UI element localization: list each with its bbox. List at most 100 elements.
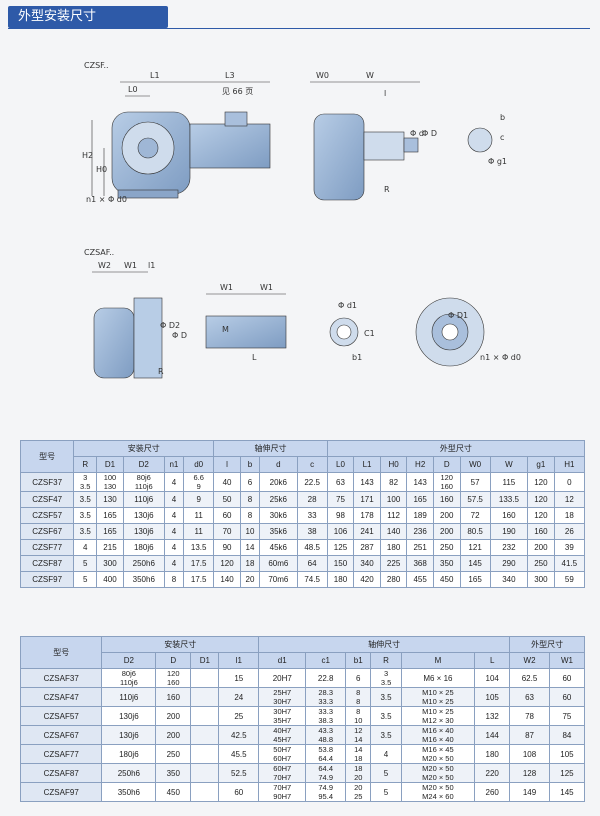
table-cell: 72 — [459, 507, 491, 524]
svg-text:C1: C1 — [364, 329, 375, 338]
table-cell: 350h6 — [101, 782, 157, 802]
cell-line: 74.9 — [318, 783, 333, 792]
column-header: W2 — [509, 652, 550, 669]
table-cell: 250h6 — [122, 555, 165, 572]
section-title: 外型安装尺寸 — [8, 6, 168, 28]
table-cell: 5 — [73, 555, 98, 572]
cell-line: M10 × 25 — [422, 707, 454, 716]
table-cell: 45.5 — [218, 744, 260, 764]
table-cell: 143 — [406, 472, 434, 492]
table-cell: 149 — [509, 782, 550, 802]
table-cell: 11 — [183, 523, 215, 540]
column-header: R — [370, 652, 402, 669]
table-cell: 40 — [213, 472, 241, 492]
cell-line: 3.5 — [380, 678, 392, 687]
table-cell: 105 — [548, 744, 586, 764]
cell-line: 40H7 — [273, 726, 292, 735]
cell-line: 70H7 — [273, 783, 292, 792]
table-cell: 17.5 — [183, 555, 215, 572]
model-cell: CZSAF97 — [19, 782, 103, 802]
table-cell: 232 — [489, 539, 529, 556]
table-cell: 63 — [509, 687, 550, 707]
svg-text:H0: H0 — [96, 165, 107, 174]
column-header: H2 — [406, 456, 434, 473]
czsf-output-shaft — [403, 137, 419, 153]
svg-text:见 66 页: 见 66 页 — [222, 87, 253, 96]
table-cell: 62.5 — [509, 668, 550, 688]
table-cell: 6 — [239, 472, 261, 492]
table-cell: 190 — [489, 523, 529, 540]
table-cell: 125 — [326, 539, 355, 556]
table-cell: 110j6 — [101, 687, 157, 707]
cell-line: M20 × 50 — [422, 764, 454, 773]
cell-line: 8 — [356, 697, 361, 706]
cell-line: 60H7 — [273, 764, 292, 773]
cell-line: 30H7 — [273, 707, 292, 716]
table-cell: 180 — [326, 571, 355, 588]
table-cell: 17.5 — [183, 571, 215, 588]
table-cell: 280 — [379, 571, 408, 588]
svg-text:c: c — [500, 133, 504, 142]
svg-text:L: L — [252, 353, 257, 362]
header-shaft-2: 轴伸尺寸 — [258, 636, 511, 653]
shaft-section — [467, 127, 493, 153]
column-header: l1 — [218, 652, 260, 669]
column-header: W0 — [459, 456, 491, 473]
cell-line: 20 — [354, 773, 363, 782]
table-cell: 4 — [163, 507, 185, 524]
table-cell: 9 — [183, 491, 215, 508]
table-cell: 4 — [370, 744, 402, 764]
column-header: H1 — [553, 456, 586, 473]
table-cell: 180j6 — [101, 744, 157, 764]
svg-text:H2: H2 — [82, 151, 93, 160]
table-cell: 368 — [406, 555, 434, 572]
cell-line: 160 — [167, 678, 180, 687]
table-cell: 3.5 — [73, 507, 98, 524]
column-header: W — [489, 456, 529, 473]
cell-line: 25 — [354, 792, 363, 801]
cell-line: 25H7 — [273, 688, 292, 697]
table-cell: 115 — [489, 472, 529, 492]
table-cell: 160 — [527, 523, 555, 540]
header-shaft: 轴伸尺寸 — [213, 440, 328, 457]
table-cell: 25 — [218, 706, 260, 726]
table-cell: 120 — [527, 507, 555, 524]
cell-line: 64.4 — [318, 764, 333, 773]
table-cell: 200 — [432, 523, 461, 540]
cell-line: 12 — [354, 726, 363, 735]
svg-text:Φ d1: Φ d1 — [338, 301, 357, 310]
table-cell: 3.5 — [73, 491, 98, 508]
cell-line: 64.4 — [318, 754, 333, 763]
column-header: W1 — [548, 652, 586, 669]
svg-text:l: l — [384, 89, 386, 98]
column-header: c1 — [305, 652, 347, 669]
cell-line: 43.3 — [318, 726, 333, 735]
table-cell: 3.5 — [73, 523, 98, 540]
svg-text:L1: L1 — [150, 71, 160, 80]
table-cell: 12 — [553, 491, 586, 508]
table-cell: 105 — [474, 687, 511, 707]
table-cell: 0 — [553, 472, 586, 492]
table-cell: 8 — [239, 507, 261, 524]
table-cell: 35k6 — [259, 523, 298, 540]
table-cell: 4 — [163, 491, 185, 508]
model-cell: CZSF67 — [19, 523, 75, 540]
table-cell: 28 — [296, 491, 328, 508]
column-header: b — [239, 456, 261, 473]
cell-line: 110j6 — [119, 678, 138, 687]
table-cell: 340 — [489, 571, 529, 588]
